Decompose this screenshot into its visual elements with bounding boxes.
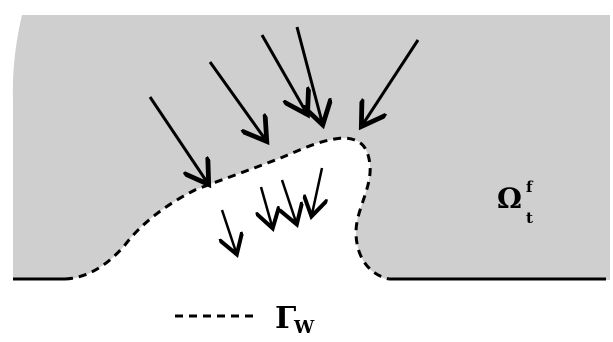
- pressure-arrow-2: [208, 61, 265, 139]
- domain-label-symbol: Ω: [497, 182, 522, 215]
- domain-label-superscript: f: [526, 178, 534, 196]
- pressure-arrow-1: [148, 96, 207, 182]
- inner-arrow-4: [312, 167, 322, 214]
- domain-label-subscript: t: [526, 209, 533, 227]
- wall-boundary-dashed: [64, 136, 390, 281]
- inner-arrow-1: [222, 209, 236, 252]
- domain-label-omega: Ω: [497, 182, 522, 215]
- pressure-arrow-4: [295, 26, 322, 122]
- inner-arrow-2: [261, 186, 272, 226]
- pressure-arrow-3: [260, 34, 306, 112]
- legend-gamma-symbol: Γ: [275, 301, 296, 336]
- fluid-region: [12, 15, 610, 280]
- legend-gamma-subscript: W: [293, 317, 315, 338]
- inner-arrow-3: [282, 179, 296, 222]
- pressure-arrow-5: [363, 39, 420, 124]
